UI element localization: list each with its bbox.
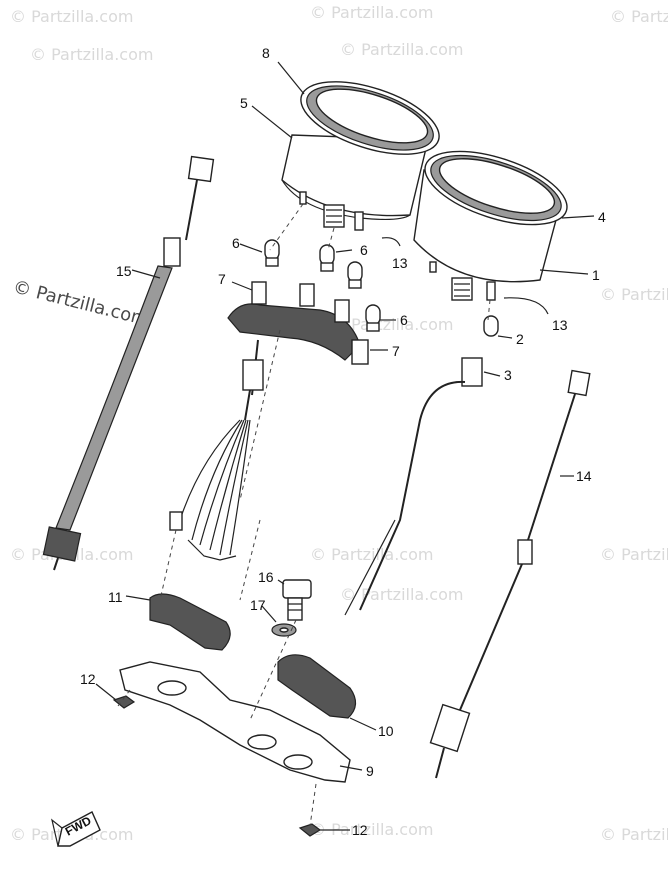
watermark: © Partzilla.com — [310, 545, 433, 564]
watermark: © Partzilla.com — [10, 7, 133, 26]
callout-6: 6 — [400, 312, 408, 328]
watermark: © Partzilla.com — [310, 3, 433, 22]
watermark: © Partzilla.com — [330, 315, 453, 334]
watermark: © Partzilla.com — [600, 285, 668, 304]
bulb-socket-harness[interactable] — [227, 281, 369, 396]
callout-13: 13 — [552, 317, 568, 333]
watermark: © Partzilla.com — [610, 7, 668, 26]
watermark: © Partzilla.com — [310, 820, 433, 839]
callout-14: 14 — [576, 468, 592, 484]
mounting-bracket-left[interactable] — [149, 593, 231, 651]
watermark: © Partzilla.com — [340, 585, 463, 604]
washer[interactable] — [271, 623, 297, 637]
watermark: © Partzilla.com — [340, 40, 463, 59]
callout-6: 6 — [360, 242, 368, 258]
callout-13: 13 — [392, 255, 408, 271]
wire-bundle — [169, 389, 251, 561]
callout-5: 5 — [240, 95, 248, 111]
callout-6: 6 — [232, 235, 240, 251]
callout-2: 2 — [516, 331, 524, 347]
callout-9: 9 — [366, 763, 374, 779]
gauge-bracket[interactable] — [344, 357, 483, 616]
callout-10: 10 — [378, 723, 394, 739]
callout-17: 17 — [250, 597, 266, 613]
indicator-bulbs[interactable] — [264, 239, 499, 337]
callout-4: 4 — [598, 209, 606, 225]
watermark: © Partzilla.com — [600, 825, 668, 844]
meter-base-plate[interactable] — [119, 661, 351, 783]
mounting-bracket-right[interactable] — [277, 654, 357, 719]
leader-lines — [95, 61, 595, 831]
callout-8: 8 — [262, 45, 270, 61]
tachometer-cable[interactable] — [429, 369, 591, 779]
callout-3: 3 — [504, 367, 512, 383]
watermark-main: © Partzilla.com — [11, 276, 151, 330]
mounting-bolt[interactable] — [282, 579, 312, 621]
callout-labels: 8 5 4 1 6 6 6 7 7 2 3 13 13 15 14 16 17 … — [80, 45, 606, 838]
callout-16: 16 — [258, 569, 274, 585]
callout-7: 7 — [218, 271, 226, 287]
callout-15: 15 — [116, 263, 132, 279]
speedometer-cable[interactable] — [42, 155, 215, 571]
speedometer-gauge[interactable] — [281, 67, 448, 231]
callout-7: 7 — [392, 343, 400, 359]
callout-11: 11 — [108, 589, 123, 605]
tachometer-gauge[interactable] — [413, 137, 576, 301]
callout-12: 12 — [352, 822, 368, 838]
watermark: © Partzilla.com — [30, 45, 153, 64]
watermark: © Partzilla.com — [600, 545, 668, 564]
nut[interactable] — [112, 695, 136, 709]
callout-12: 12 — [80, 671, 96, 687]
callout-1: 1 — [592, 267, 600, 283]
assembly-guide-lines — [117, 203, 491, 827]
